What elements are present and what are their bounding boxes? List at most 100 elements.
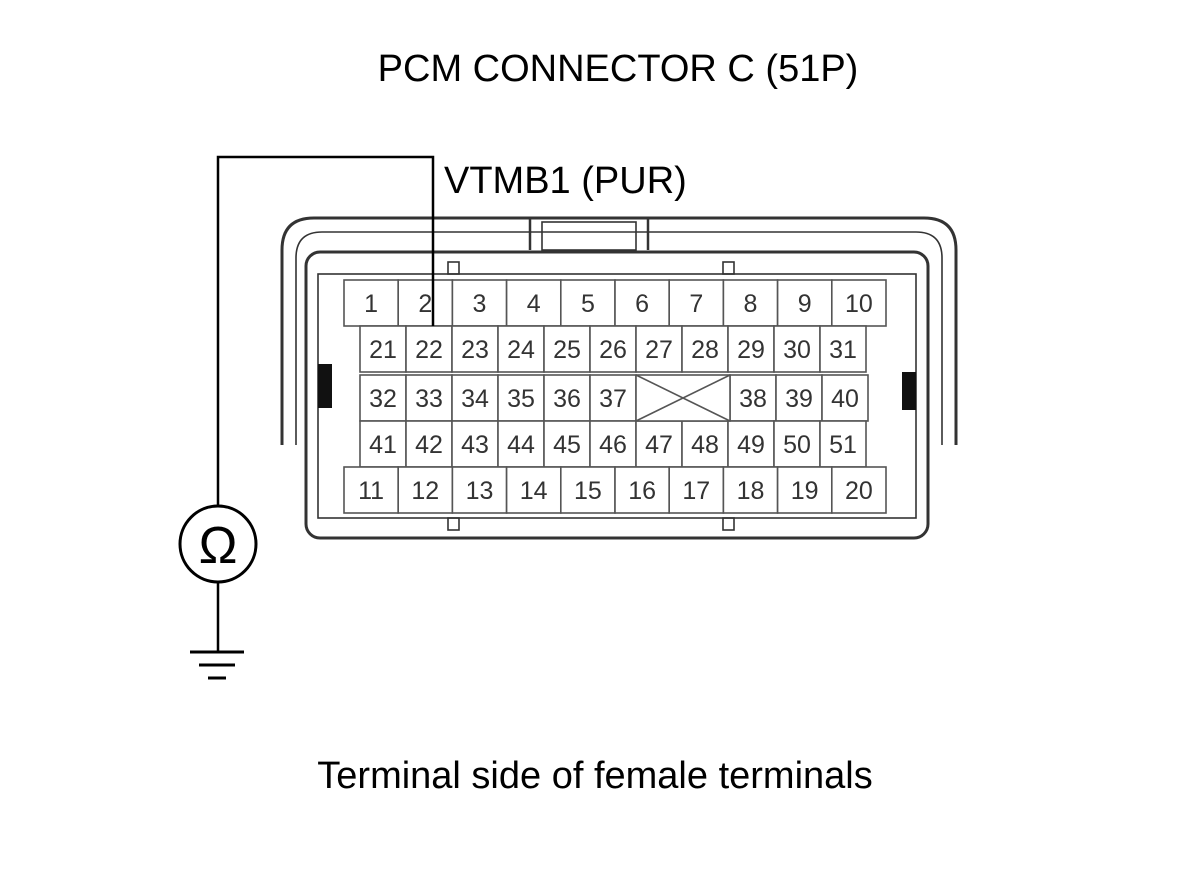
terminal-label: 4 (527, 290, 541, 318)
terminal-50: 50 (773, 420, 821, 468)
terminal-label: 22 (415, 336, 443, 364)
terminal-11: 11 (343, 466, 400, 514)
terminal-31: 31 (819, 325, 867, 373)
probe-wire (216, 155, 435, 506)
terminal-label: 10 (845, 290, 873, 318)
terminal-46: 46 (589, 420, 637, 468)
terminal-20: 20 (830, 466, 887, 514)
terminal-label: 44 (507, 431, 535, 459)
terminal-14: 14 (505, 466, 562, 514)
terminal-27: 27 (635, 325, 683, 373)
terminal-12: 12 (397, 466, 454, 514)
terminal-label: 31 (829, 336, 857, 364)
terminal-label: 13 (466, 477, 494, 505)
terminal-label: 26 (599, 336, 627, 364)
terminal-29: 29 (727, 325, 775, 373)
terminal-30: 30 (773, 325, 821, 373)
terminal-label: 6 (635, 290, 649, 318)
terminal-label: 23 (461, 336, 489, 364)
terminal-2: 2 (397, 279, 454, 327)
terminal-23: 23 (451, 325, 499, 373)
terminal-label: 45 (553, 431, 581, 459)
terminal-label: 16 (628, 477, 656, 505)
terminal-19: 19 (776, 466, 833, 514)
terminal-32: 32 (359, 374, 407, 422)
terminal-label: 29 (737, 336, 765, 364)
terminal-37: 37 (589, 374, 637, 422)
terminal-label: 32 (369, 385, 397, 413)
terminal-45: 45 (543, 420, 591, 468)
terminal-label: 20 (845, 477, 873, 505)
terminal-label: 40 (831, 385, 859, 413)
terminal-26: 26 (589, 325, 637, 373)
terminal-41: 41 (359, 420, 407, 468)
terminal-label: 5 (581, 290, 595, 318)
terminal-28: 28 (681, 325, 729, 373)
terminal-label: 51 (829, 431, 857, 459)
terminal-label: 18 (737, 477, 765, 505)
terminal-42: 42 (405, 420, 453, 468)
terminal-label: 49 (737, 431, 765, 459)
ground-icon (190, 650, 244, 680)
terminal-label: 43 (461, 431, 489, 459)
terminal-15: 15 (559, 466, 616, 514)
terminal-43: 43 (451, 420, 499, 468)
terminal-label: 39 (785, 385, 813, 413)
terminal-label: 3 (473, 290, 487, 318)
terminal-label: 12 (411, 477, 439, 505)
terminal-label: 36 (553, 385, 581, 413)
right-latch (902, 372, 916, 410)
terminal-label: 28 (691, 336, 719, 364)
ohmmeter-icon: Ω (178, 504, 258, 584)
left-latch (318, 364, 332, 408)
terminal-label: 48 (691, 431, 719, 459)
terminal-3: 3 (451, 279, 508, 327)
terminal-24: 24 (497, 325, 545, 373)
terminal-49: 49 (727, 420, 775, 468)
terminal-label: 50 (783, 431, 811, 459)
terminal-label: 34 (461, 385, 489, 413)
terminal-label: 9 (798, 290, 812, 318)
terminal-47: 47 (635, 420, 683, 468)
terminal-label: 24 (507, 336, 535, 364)
terminal-label: 8 (744, 290, 758, 318)
terminal-9: 9 (776, 279, 833, 327)
terminal-34: 34 (451, 374, 499, 422)
terminal-38: 38 (729, 374, 777, 422)
terminal-18: 18 (722, 466, 779, 514)
terminal-36: 36 (543, 374, 591, 422)
terminal-label: 33 (415, 385, 443, 413)
blank-cavity (635, 374, 731, 422)
terminal-6: 6 (614, 279, 671, 327)
terminal-44: 44 (497, 420, 545, 468)
terminal-label: 41 (369, 431, 397, 459)
terminal-label: 11 (358, 477, 384, 505)
terminal-label: 27 (645, 336, 673, 364)
terminal-21: 21 (359, 325, 407, 373)
terminal-label: 1 (364, 290, 378, 318)
terminal-label: 2 (418, 290, 432, 318)
terminal-4: 4 (505, 279, 562, 327)
terminal-16: 16 (614, 466, 671, 514)
terminal-5: 5 (559, 279, 616, 327)
terminal-13: 13 (451, 466, 508, 514)
ohm-symbol: Ω (199, 517, 238, 575)
terminal-label: 14 (520, 477, 548, 505)
terminal-label: 17 (682, 477, 710, 505)
terminal-label: 35 (507, 385, 535, 413)
terminal-39: 39 (775, 374, 823, 422)
terminal-label: 25 (553, 336, 581, 364)
terminal-label: 7 (689, 290, 703, 318)
terminal-22: 22 (405, 325, 453, 373)
diagram-title: PCM CONNECTOR C (51P) (377, 48, 859, 90)
terminal-10: 10 (830, 279, 887, 327)
terminal-label: 37 (599, 385, 627, 413)
caption: Terminal side of female terminals (317, 755, 873, 797)
terminal-51: 51 (819, 420, 867, 468)
terminal-label: 46 (599, 431, 627, 459)
terminal-label: 47 (645, 431, 673, 459)
terminal-label: 42 (415, 431, 443, 459)
terminal-33: 33 (405, 374, 453, 422)
